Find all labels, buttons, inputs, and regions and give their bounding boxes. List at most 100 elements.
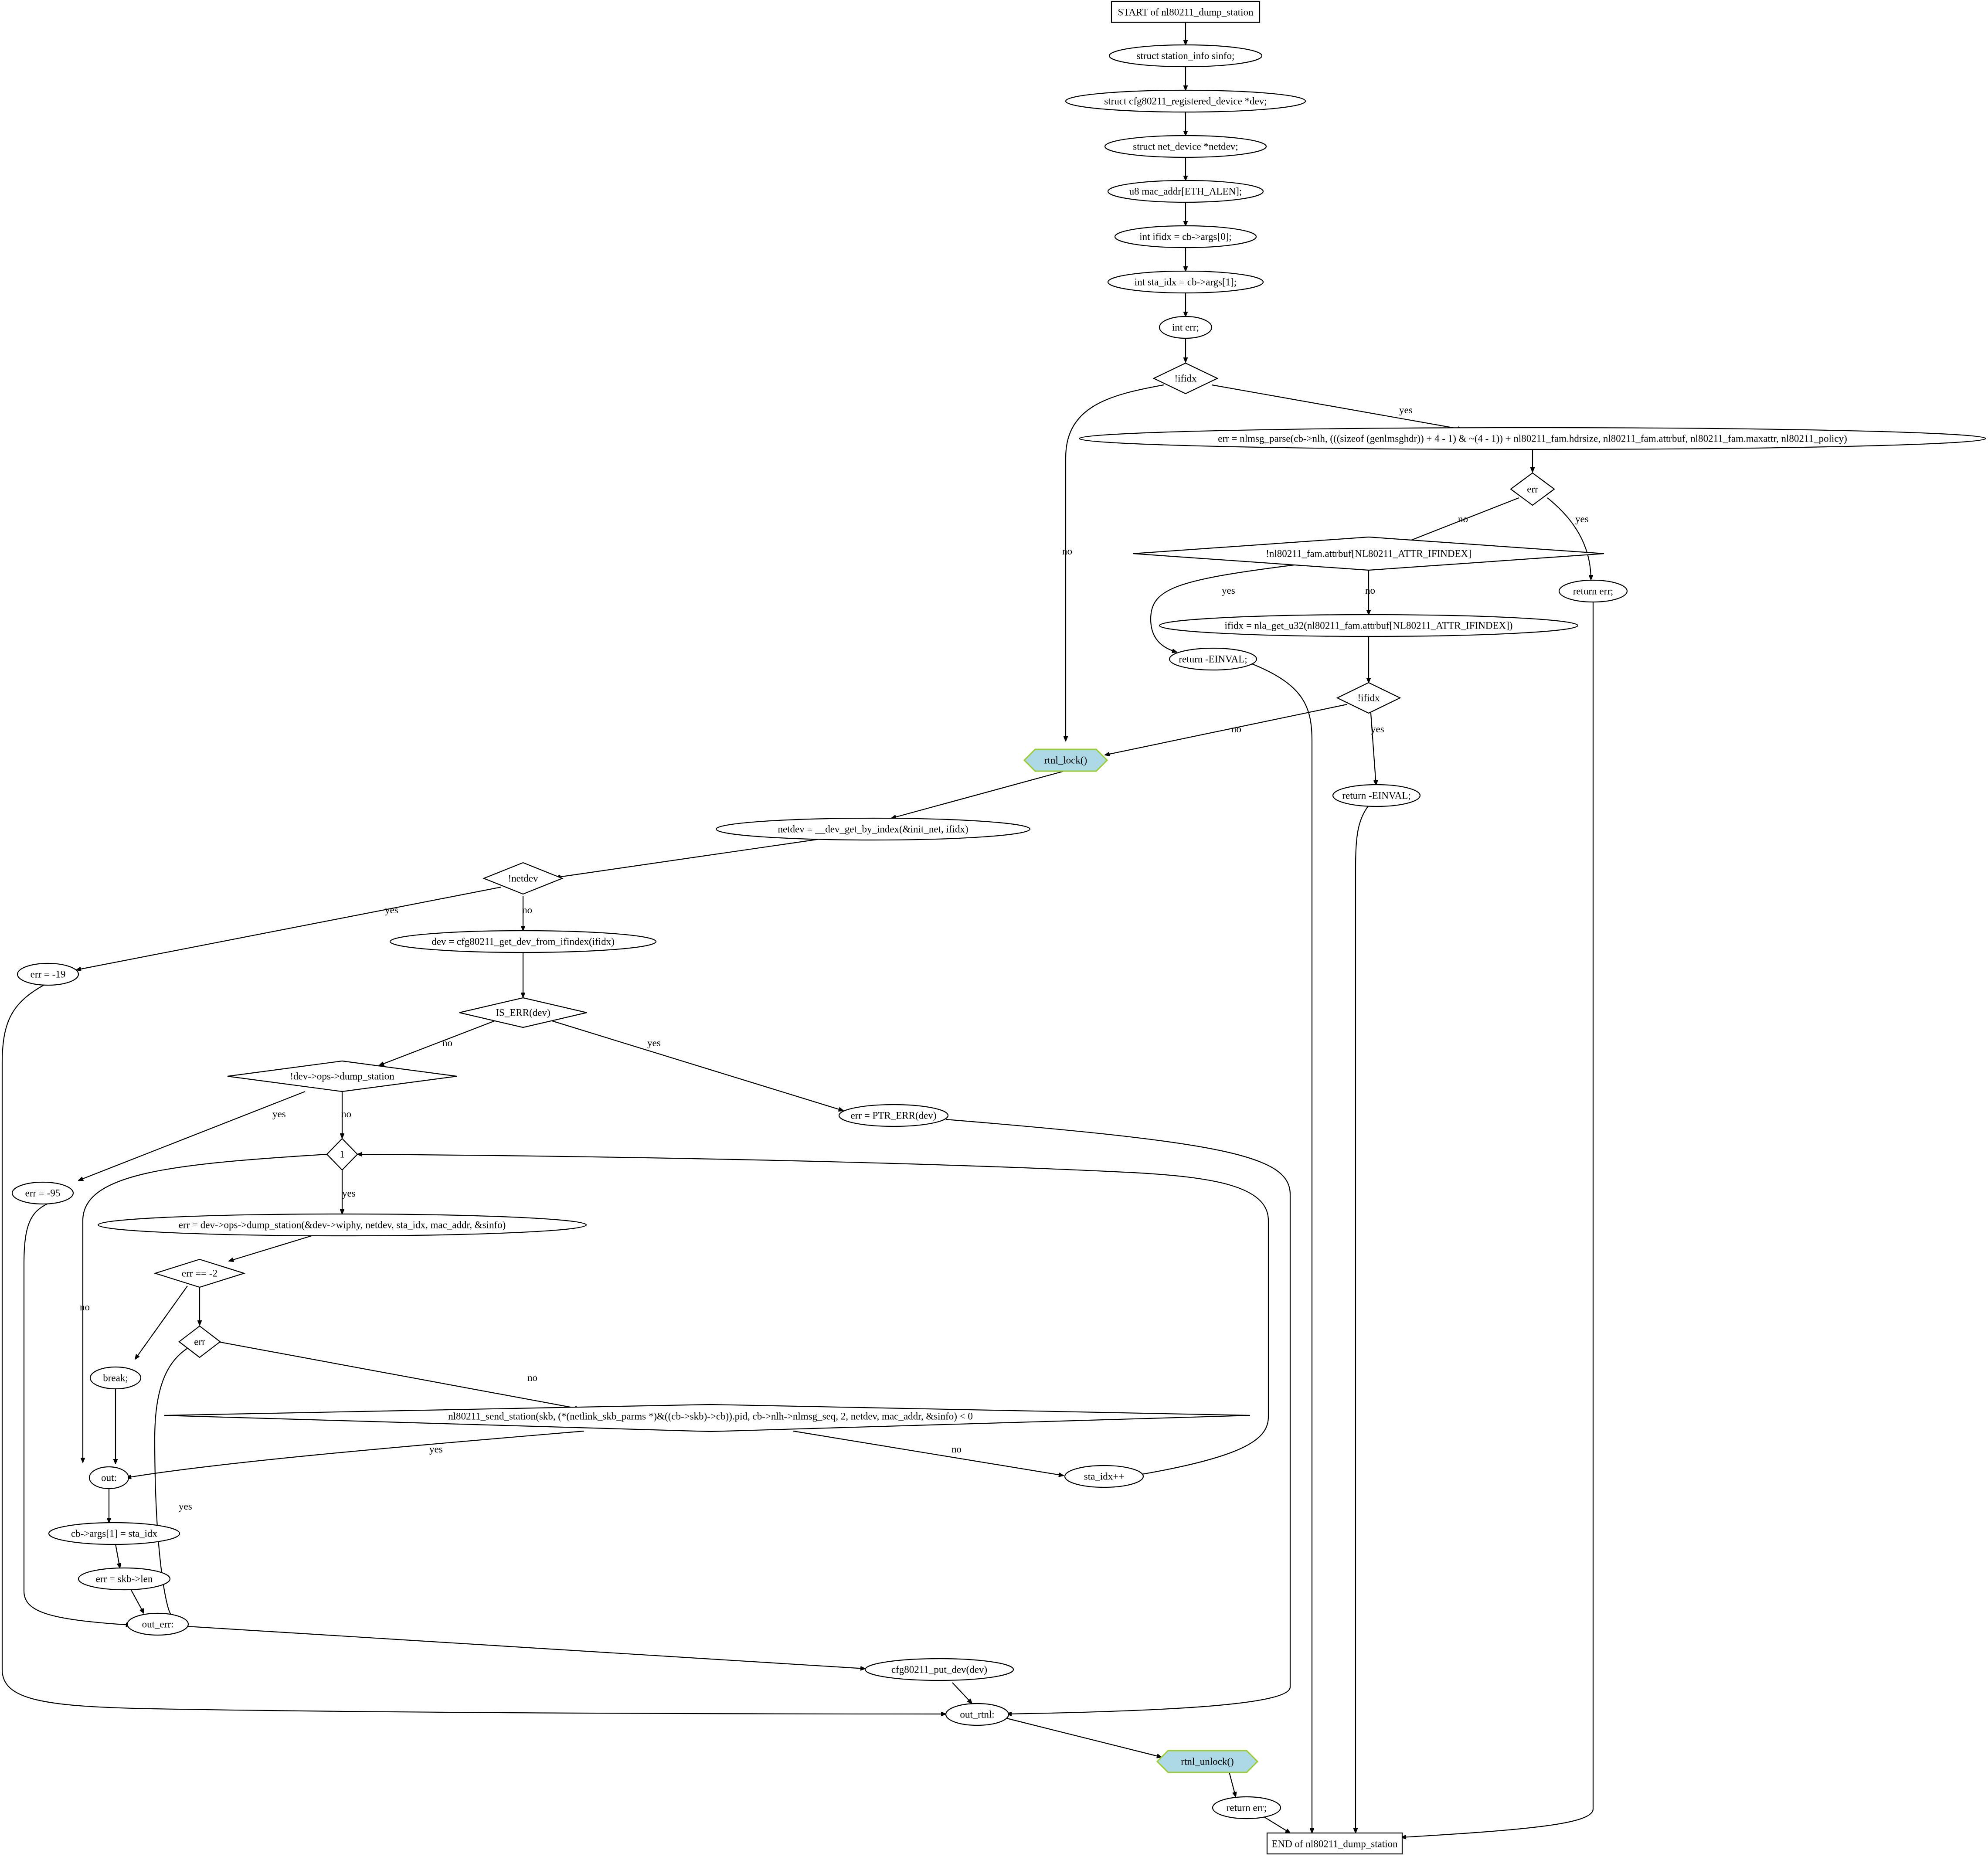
decision-err1: err [1510, 472, 1555, 506]
stmt-get-u32: ifidx = nla_get_u32(nl80211_fam.attrbuf[… [1159, 614, 1579, 637]
edge-cond-netdev-err19 [76, 886, 502, 970]
edge-loop-out [83, 1153, 327, 1462]
stmt-err-len: err = skb->len [78, 1567, 171, 1591]
end-node: END of nl80211_dump_station [1266, 1832, 1403, 1855]
edge-cond-err1-ret-err1 [1547, 497, 1591, 580]
svg-text:!dev->ops->dump_station: !dev->ops->dump_station [290, 1071, 394, 1082]
stmt-set-args: cb->args[1] = sta_idx [48, 1522, 180, 1545]
edge-label-no: no [442, 1037, 452, 1048]
edge-label-no: no [952, 1444, 962, 1455]
edge-label-yes: yes [1399, 405, 1413, 415]
edge-labels: yes no yes no yes no no yes yes no yes n… [80, 405, 1589, 1512]
svg-text:1: 1 [340, 1149, 345, 1160]
decision-ifidx2: !ifidx [1336, 682, 1401, 714]
stmt-ret-einval2: return -EINVAL; [1332, 784, 1421, 807]
stmt-get-netdev: netdev = __dev_get_by_index(&init_net, i… [715, 817, 1031, 841]
edge-cond-ifidx2-rtnl-lock [1105, 704, 1347, 755]
edge-cond-attr-ret-einval1 [1150, 564, 1295, 652]
edge-get-netdev-cond-netdev [556, 838, 820, 877]
svg-text:out_rtnl:: out_rtnl: [960, 1709, 994, 1720]
edge-cond-is-err-cond-dump [379, 1019, 497, 1065]
edge-label-no: no [527, 1372, 537, 1383]
svg-text:out_err:: out_err: [142, 1619, 174, 1630]
edge-put-dev-out-rtnl [952, 1682, 972, 1704]
decision-dump-station: !dev->ops->dump_station [227, 1060, 457, 1092]
svg-text:err = PTR_ERR(dev): err = PTR_ERR(dev) [851, 1110, 937, 1121]
stmt-put-dev: cfg80211_put_dev(dev) [864, 1658, 1014, 1681]
svg-text:IS_ERR(dev): IS_ERR(dev) [496, 1007, 550, 1018]
svg-text:nl80211_send_station(skb, (*(n: nl80211_send_station(skb, (*(netlink_skb… [448, 1411, 973, 1422]
edge-set-args-err-len [115, 1544, 120, 1568]
stmt-netdev-decl: struct net_device *netdev; [1104, 135, 1267, 158]
edge-out-rtnl-rtnl-unlock [1006, 1717, 1162, 1757]
edge-label-yes: yes [179, 1501, 192, 1512]
stmt-sinfo: struct station_info sinfo; [1108, 44, 1263, 68]
edges [1, 22, 1594, 1837]
call-rtnl-lock: rtnl_lock() [1023, 748, 1108, 772]
edge-rtnl-lock-get-netdev [891, 770, 1066, 818]
svg-text:rtnl_lock(): rtnl_lock() [1044, 755, 1087, 766]
stmt-ifidx-decl: int ifidx = cb->args[0]; [1114, 225, 1257, 248]
edge-err95-out-err [23, 1203, 131, 1625]
edge-label-yes: yes [272, 1109, 286, 1119]
edge-label-yes: yes [342, 1188, 356, 1199]
svg-text:!netdev: !netdev [508, 873, 538, 884]
svg-text:struct cfg80211_registered_dev: struct cfg80211_registered_device *dev; [1104, 96, 1267, 107]
stmt-err95: err = -95 [11, 1181, 74, 1205]
svg-text:return err;: return err; [1227, 1802, 1267, 1813]
decision-send-station: nl80211_send_station(skb, (*(netlink_skb… [164, 1404, 1251, 1432]
svg-text:err = skb->len: err = skb->len [96, 1574, 153, 1585]
svg-text:ifidx = nla_get_u32(nl80211_fa: ifidx = nla_get_u32(nl80211_fam.attrbuf[… [1225, 620, 1513, 631]
stmt-sta-idx-decl: int sta_idx = cb->args[1]; [1107, 270, 1264, 294]
label-out-rtnl: out_rtnl: [945, 1703, 1009, 1726]
stmt-ret-err1: return err; [1558, 579, 1628, 603]
edge-ret-einval2-end [1356, 805, 1369, 1833]
edge-out-err-put-dev [187, 1626, 865, 1669]
decision-err2: err [178, 1325, 221, 1358]
nodes: START of nl80211_dump_station struct sta… [11, 0, 1987, 1855]
decision-loop: 1 [326, 1138, 358, 1171]
edge-sta-inc-loop [357, 1154, 1269, 1475]
edge-label-no: no [80, 1302, 90, 1313]
call-rtnl-unlock: rtnl_unlock() [1156, 1750, 1259, 1773]
edge-cond-is-err-ptr-err [549, 1019, 843, 1111]
svg-text:err = nlmsg_parse(cb->nlh, (((: err = nlmsg_parse(cb->nlh, (((sizeof (ge… [1218, 433, 1847, 444]
edge-cond-err2-send-station [217, 1341, 580, 1409]
svg-text:int ifidx = cb->args[0];: int ifidx = cb->args[0]; [1139, 231, 1231, 242]
label-out: out: [88, 1466, 129, 1490]
svg-text:sta_idx++: sta_idx++ [1084, 1471, 1124, 1482]
stmt-parse: err = nlmsg_parse(cb->nlh, (((sizeof (ge… [1078, 427, 1987, 450]
edge-label-yes: yes [1222, 585, 1235, 596]
edge-ret-err2-end [1264, 1816, 1290, 1833]
svg-text:err == -2: err == -2 [182, 1268, 217, 1279]
svg-text:struct station_info sinfo;: struct station_info sinfo; [1137, 51, 1235, 61]
stmt-sta-inc: sta_idx++ [1064, 1465, 1144, 1488]
svg-text:!ifidx: !ifidx [1357, 693, 1380, 704]
stmt-call-dump: err = dev->ops->dump_station(&dev->wiphy… [97, 1213, 587, 1237]
edge-label-no: no [1062, 546, 1072, 557]
edge-label-no: no [1231, 724, 1241, 735]
svg-text:rtnl_unlock(): rtnl_unlock() [1181, 1756, 1234, 1767]
start-node: START of nl80211_dump_station [1111, 0, 1261, 23]
svg-text:struct net_device *netdev;: struct net_device *netdev; [1133, 141, 1238, 152]
svg-text:START of nl80211_dump_station: START of nl80211_dump_station [1118, 7, 1254, 18]
svg-text:err: err [1527, 484, 1538, 495]
edge-cond-ifidx1-parse [1211, 384, 1462, 429]
edge-err-len-out-err [130, 1589, 144, 1613]
stmt-err-decl: int err; [1159, 316, 1213, 339]
decision-is-err: IS_ERR(dev) [459, 997, 587, 1028]
label-out-err: out_err: [126, 1612, 189, 1636]
edge-ret-einval1-end [1251, 663, 1312, 1833]
svg-text:u8 mac_addr[ETH_ALEN];: u8 mac_addr[ETH_ALEN]; [1129, 186, 1242, 197]
edge-cond-err1-cond-attr [1399, 497, 1519, 545]
svg-text:err: err [194, 1336, 205, 1347]
svg-text:break;: break; [103, 1373, 128, 1384]
stmt-dev-decl: struct cfg80211_registered_device *dev; [1065, 89, 1306, 113]
stmt-err19: err = -19 [17, 962, 79, 986]
edge-label-yes: yes [1575, 514, 1589, 524]
svg-text:cb->args[1] = sta_idx: cb->args[1] = sta_idx [71, 1528, 157, 1539]
svg-text:dev = cfg80211_get_dev_from_if: dev = cfg80211_get_dev_from_ifindex(ifid… [432, 936, 615, 947]
svg-text:netdev = __dev_get_by_index(&i: netdev = __dev_get_by_index(&init_net, i… [778, 824, 968, 835]
svg-text:out:: out: [101, 1473, 117, 1483]
